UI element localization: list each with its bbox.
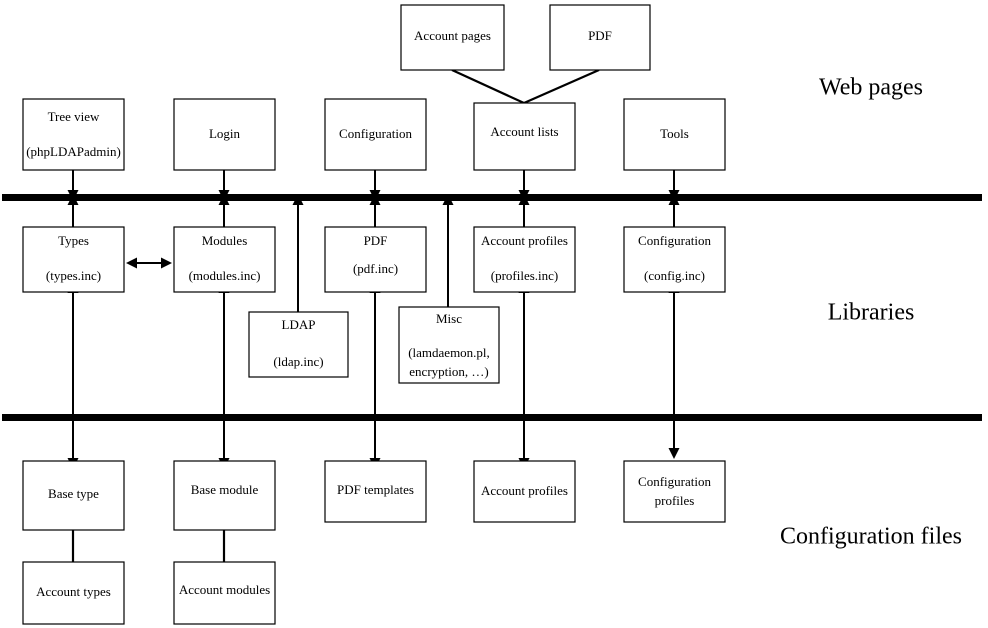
box-types-lib[interactable]: Types (types.inc) <box>22 226 125 293</box>
box-login[interactable]: Login <box>173 98 276 171</box>
box-pdf-lib-sublabel: (pdf.inc) <box>353 261 398 276</box>
web-pages-library-boundary-bar <box>2 194 982 201</box>
box-ldap-lib-sublabel: (ldap.inc) <box>273 354 323 369</box>
box-configuration-profiles-file-label-1: Configuration <box>638 474 711 489</box>
box-account-modules-label: Account modules <box>179 582 270 597</box>
box-tree-view-sublabel: (phpLDAPadmin) <box>26 144 121 159</box>
box-types-lib-sublabel: (types.inc) <box>46 268 101 283</box>
box-config-lib-label: Configuration <box>638 233 711 248</box>
box-types-lib-label: Types <box>58 233 89 248</box>
box-configuration-web-label: Configuration <box>339 126 412 141</box>
box-misc-lib-label: Misc <box>436 311 462 326</box>
box-modules-lib[interactable]: Modules (modules.inc) <box>173 226 276 293</box>
box-base-module-label: Base module <box>191 482 259 497</box>
box-tools[interactable]: Tools <box>623 98 726 171</box>
box-account-pages[interactable]: Account pages <box>400 4 505 71</box>
box-misc-lib[interactable]: Misc (lamdaemon.pl, encryption, …) <box>398 306 500 384</box>
box-account-types-label: Account types <box>36 584 111 599</box>
box-profiles-lib[interactable]: Account profiles (profiles.inc) <box>473 226 576 293</box>
box-account-types[interactable]: Account types <box>22 561 125 625</box>
box-account-pages-label: Account pages <box>414 28 491 43</box>
tier-label-libraries: Libraries <box>828 300 915 326</box>
box-pdf-templates[interactable]: PDF templates <box>324 460 427 523</box>
box-tree-view-label: Tree view <box>48 109 100 124</box>
libraries-config-boundary-bar <box>2 414 982 421</box>
box-account-lists[interactable]: Account lists <box>473 102 576 171</box>
box-modules-lib-label: Modules <box>202 233 248 248</box>
box-ldap-lib-label: LDAP <box>282 317 316 332</box>
connector-pdf-to-account-lists <box>523 68 600 105</box>
box-configuration-web[interactable]: Configuration <box>324 98 427 171</box>
box-config-lib[interactable]: Configuration (config.inc) <box>623 226 726 293</box>
box-ldap-lib[interactable]: LDAP (ldap.inc) <box>248 311 349 378</box>
tier-label-configuration-files: Configuration files <box>780 524 962 550</box>
box-config-lib-sublabel: (config.inc) <box>644 268 705 283</box>
box-base-type-label: Base type <box>48 486 99 501</box>
box-login-label: Login <box>209 126 241 141</box>
box-base-module[interactable]: Base module <box>173 460 276 531</box>
box-tree-view[interactable]: Tree view (phpLDAPadmin) <box>22 98 125 171</box>
connector-account-pages-to-account-lists <box>451 69 525 104</box>
box-pdf-lib[interactable]: PDF (pdf.inc) <box>324 226 427 293</box>
box-account-lists-label: Account lists <box>490 124 558 139</box>
box-misc-lib-sublabel-1: (lamdaemon.pl, <box>408 345 490 360</box>
box-configuration-profiles-file-label-2: profiles <box>655 493 695 508</box>
box-base-type[interactable]: Base type <box>22 460 125 531</box>
box-pdf-lib-label: PDF <box>364 233 388 248</box>
box-pdf-templates-label: PDF templates <box>337 482 414 497</box>
box-pdf-top-label: PDF <box>588 28 612 43</box>
box-tools-label: Tools <box>660 126 689 141</box>
box-configuration-profiles-file[interactable]: Configuration profiles <box>623 460 726 523</box>
box-account-profiles-file[interactable]: Account profiles <box>473 460 576 523</box>
box-account-modules[interactable]: Account modules <box>173 561 276 625</box>
box-modules-lib-sublabel: (modules.inc) <box>189 268 261 283</box>
box-pdf-top[interactable]: PDF <box>549 4 651 71</box>
box-account-profiles-file-label: Account profiles <box>481 483 568 498</box>
tier-label-web-pages: Web pages <box>819 75 923 101</box>
box-profiles-lib-sublabel: (profiles.inc) <box>491 268 559 283</box>
box-misc-lib-sublabel-2: encryption, …) <box>409 364 488 379</box>
box-profiles-lib-label: Account profiles <box>481 233 568 248</box>
